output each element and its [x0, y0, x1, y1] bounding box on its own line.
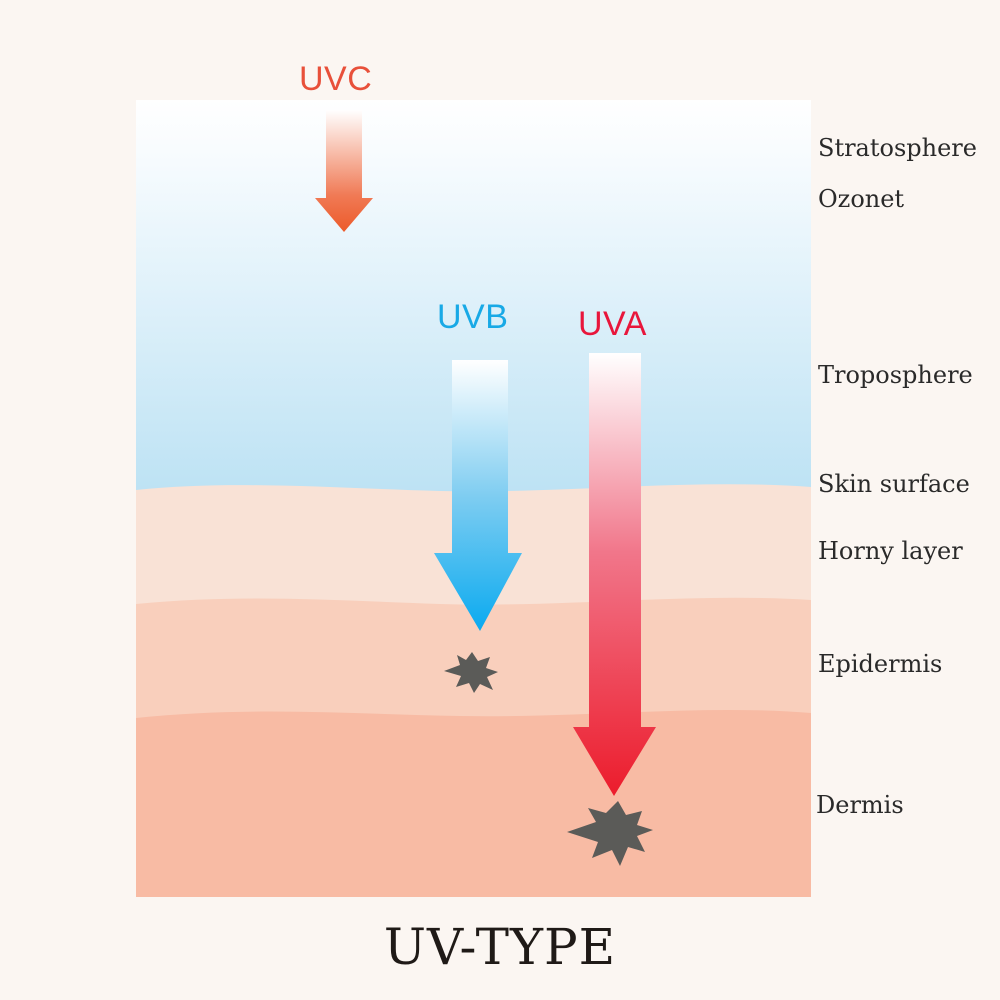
diagram-title: UV-TYPE — [383, 918, 617, 976]
uva-arrow — [573, 353, 656, 796]
horny-layer-label: Horny layer — [818, 537, 963, 565]
troposphere-label: Troposphere — [818, 361, 973, 389]
arrow-down-icon — [434, 360, 522, 631]
epidermis-label: Epidermis — [818, 650, 943, 678]
dermis-damage-burst-icon — [567, 801, 653, 866]
dermis-label: Dermis — [816, 791, 904, 819]
arrow-down-icon — [573, 353, 656, 796]
dermis-band — [136, 709, 811, 897]
uvb-label: UVB — [437, 298, 509, 336]
ozone-label: Ozonet — [818, 185, 905, 213]
arrow-down-icon — [315, 110, 373, 232]
epidermis-damage-burst-icon — [444, 652, 498, 693]
uvb-arrow — [434, 360, 522, 631]
uva-label: UVA — [578, 305, 647, 343]
stratosphere-label: Stratosphere — [818, 134, 977, 162]
uvc-arrow — [315, 110, 373, 232]
uvc-label: UVC — [299, 60, 373, 98]
skin-surface-label: Skin surface — [818, 470, 970, 498]
